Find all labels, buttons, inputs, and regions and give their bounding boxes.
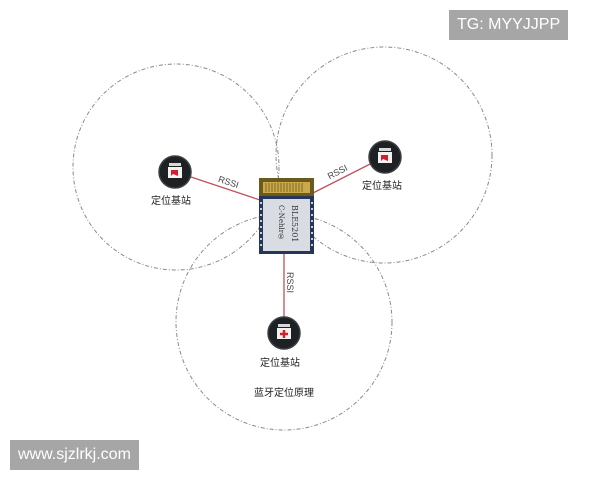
watermark-top-right: TG: MYYJJPP (449, 10, 569, 40)
station-label-left: 定位基站 (151, 196, 191, 207)
coverage-circle-right (275, 46, 493, 264)
coverage-circle-left (72, 63, 280, 271)
watermark-bottom-left: www.sjzlrkj.com (10, 440, 139, 470)
beacon-icon-left (158, 155, 192, 189)
beacon-icon-right (368, 140, 402, 174)
station-label-right: 定位基站 (362, 181, 402, 192)
beacon-icon-bottom (267, 316, 301, 350)
station-label-bottom: 定位基站 (260, 358, 300, 369)
chip-brand-label: C-Nehlr® (277, 205, 285, 242)
rssi-label-bottom: RSSI (285, 272, 295, 294)
diagram-title: 蓝牙定位原理 (254, 388, 314, 399)
chip-model-label: BLE5201 (290, 205, 299, 243)
ble-chip-module (259, 178, 314, 254)
coverage-circle-bottom (175, 213, 393, 431)
